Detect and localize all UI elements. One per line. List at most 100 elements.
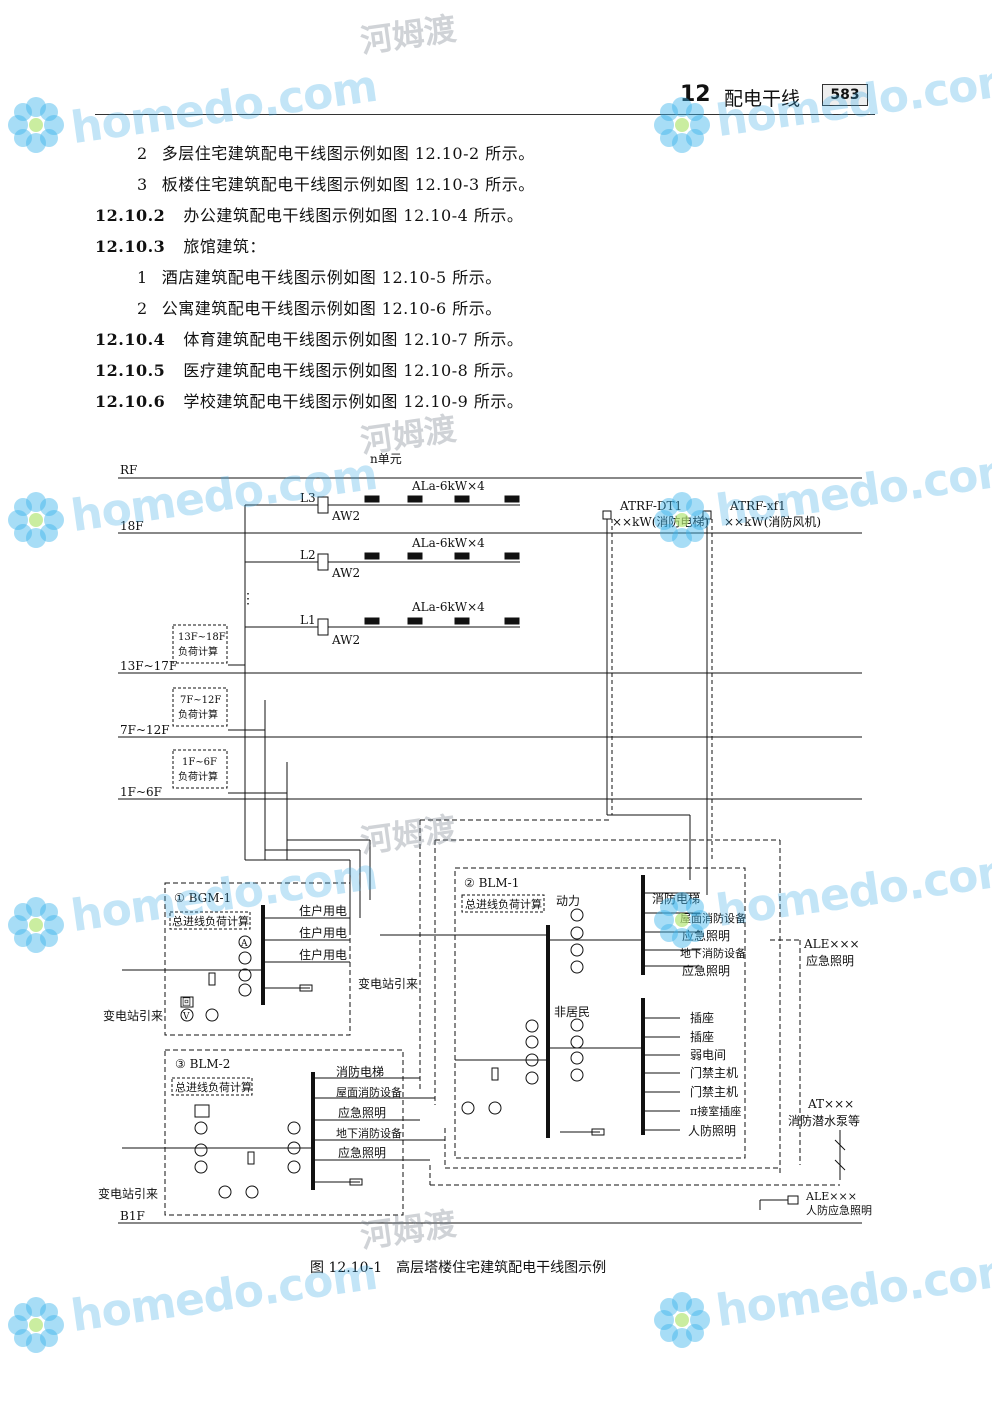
floor-label-13f-17f: 13F~17F xyxy=(120,659,177,673)
svg-text:AW2: AW2 xyxy=(331,633,360,647)
svg-text:应急照明: 应急照明 xyxy=(338,1145,386,1160)
svg-text:门禁主机: 门禁主机 xyxy=(690,1084,738,1099)
svg-text:L3: L3 xyxy=(300,491,316,505)
svg-text:ALE×××: ALE××× xyxy=(805,1190,857,1203)
svg-text:ATRF-xf1: ATRF-xf1 xyxy=(729,499,786,513)
svg-text:变电站引来: 变电站引来 xyxy=(98,1186,158,1201)
svg-text:地下消防设备: 地下消防设备 xyxy=(680,946,746,960)
panel-blm-2 xyxy=(122,1049,445,1216)
svg-text:负荷计算: 负荷计算 xyxy=(178,770,218,783)
svg-text:消防电梯: 消防电梯 xyxy=(652,891,700,906)
svg-text:总进线负荷计算: 总进线负荷计算 xyxy=(175,1080,252,1094)
svg-text:负荷计算: 负荷计算 xyxy=(178,708,218,721)
panel-blm-1 xyxy=(380,867,746,1159)
svg-text:ALE×××: ALE××× xyxy=(803,937,860,951)
panel-bgm-1 xyxy=(122,882,351,1036)
floor-lines xyxy=(118,477,862,1224)
svg-text:回: 回 xyxy=(182,997,191,1008)
riser-l1: L1 AW2 ALa-6kW×4 xyxy=(245,600,520,647)
svg-text:7F~12F: 7F~12F xyxy=(180,695,221,706)
svg-text:ALa-6kW×4: ALa-6kW×4 xyxy=(411,600,485,614)
chapter-number: 12 xyxy=(680,82,711,107)
svg-text:动力: 动力 xyxy=(556,894,580,908)
svg-text:负荷计算: 负荷计算 xyxy=(178,645,218,658)
svg-text:A: A xyxy=(240,939,248,949)
watermark-flower-icon xyxy=(654,492,710,548)
figure-caption: 图 12.10-1 高层塔楼住宅建筑配电干线图示例 xyxy=(310,1259,606,1276)
svg-text:弱电间: 弱电间 xyxy=(690,1048,726,1062)
roof-panels: ATRF-DT1 ××kW(消防电梯) ATRF-xf1 ××kW(消防风机) xyxy=(602,499,821,895)
svg-text:ATRF-DT1: ATRF-DT1 xyxy=(619,499,682,513)
watermark-flower-icon xyxy=(8,97,64,153)
svg-text:AW2: AW2 xyxy=(331,509,360,523)
svg-text:非居民: 非居民 xyxy=(554,1005,590,1019)
svg-text:人防应急照明: 人防应急照明 xyxy=(806,1203,872,1217)
watermark-flower-icon xyxy=(8,1297,64,1353)
watermark-flower-icon xyxy=(654,1292,710,1348)
page-number-badge: 583 xyxy=(822,84,868,106)
svg-text:L2: L2 xyxy=(300,548,316,562)
svg-text:ALa-6kW×4: ALa-6kW×4 xyxy=(411,479,485,493)
chapter-title: 配电干线 xyxy=(724,88,801,110)
right-side-devices xyxy=(759,1130,846,1210)
svg-text:人防照明: 人防照明 xyxy=(688,1123,736,1138)
svg-text:消防电梯: 消防电梯 xyxy=(336,1064,384,1079)
svg-text:ALa-6kW×4: ALa-6kW×4 xyxy=(411,536,485,550)
unit-label: n单元 xyxy=(370,452,402,466)
svg-text:插座: 插座 xyxy=(690,1029,714,1044)
svg-text:门禁主机: 门禁主机 xyxy=(690,1065,738,1080)
svg-text:××kW(消防风机): ××kW(消防风机) xyxy=(724,514,821,529)
header-rule xyxy=(95,114,875,115)
svg-text:13F~18F: 13F~18F xyxy=(178,632,226,643)
svg-text:插座: 插座 xyxy=(690,1010,714,1025)
svg-text:消防潜水泵等: 消防潜水泵等 xyxy=(788,1113,860,1128)
floor-label-7f-12f: 7F~12F xyxy=(120,723,170,737)
svg-text:1F~6F: 1F~6F xyxy=(182,757,217,768)
svg-text:总进线负荷计算: 总进线负荷计算 xyxy=(172,914,249,928)
floor-label-rf: RF xyxy=(120,463,137,477)
svg-text:AT×××: AT××× xyxy=(807,1097,854,1111)
svg-text:总进线负荷计算: 总进线负荷计算 xyxy=(465,897,542,911)
svg-text:⋮: ⋮ xyxy=(241,591,255,607)
riser-l2: L2 AW2 ALa-6kW×4 xyxy=(245,536,520,580)
watermark-flower-icon xyxy=(8,492,64,548)
bgm-1-title: ① BGM-1 xyxy=(174,891,231,905)
svg-text:L1: L1 xyxy=(300,613,316,627)
svg-text:住户用电: 住户用电 xyxy=(299,903,347,918)
svg-text:变电站引来: 变电站引来 xyxy=(358,976,418,991)
svg-text:V: V xyxy=(182,1012,190,1022)
load-calc-boxes xyxy=(172,624,228,789)
svg-text:应急照明: 应急照明 xyxy=(338,1105,386,1120)
svg-text:住户用电: 住户用电 xyxy=(299,947,347,962)
floor-label-b1f: B1F xyxy=(120,1209,145,1223)
svg-text:屋面消防设备: 屋面消防设备 xyxy=(680,911,746,925)
svg-text:AW2: AW2 xyxy=(331,566,360,580)
floor-label-1f-6f: 1F~6F xyxy=(120,785,162,799)
svg-text:应急照明: 应急照明 xyxy=(682,963,730,978)
svg-text:应急照明: 应急照明 xyxy=(806,953,854,968)
riser-l3: L3 AW2 ALa-6kW×4 xyxy=(245,479,520,523)
fire-routing-lines xyxy=(419,819,840,1186)
svg-text:住户用电: 住户用电 xyxy=(299,925,347,940)
floor-label-18f: 18F xyxy=(120,519,144,533)
watermark-flower-icon xyxy=(654,892,710,948)
svg-text:变电站引来: 变电站引来 xyxy=(103,1008,163,1023)
svg-text:应急照明: 应急照明 xyxy=(682,928,730,943)
watermark-flower-icon xyxy=(654,97,710,153)
svg-text:屋面消防设备: 屋面消防设备 xyxy=(336,1085,402,1099)
svg-text:π接室插座: π接室插座 xyxy=(690,1104,741,1118)
svg-text:地下消防设备: 地下消防设备 xyxy=(336,1126,402,1140)
watermark-flower-icon xyxy=(8,897,64,953)
blm-1-title: ② BLM-1 xyxy=(464,876,519,890)
blm-2-title: ③ BLM-2 xyxy=(175,1057,230,1071)
